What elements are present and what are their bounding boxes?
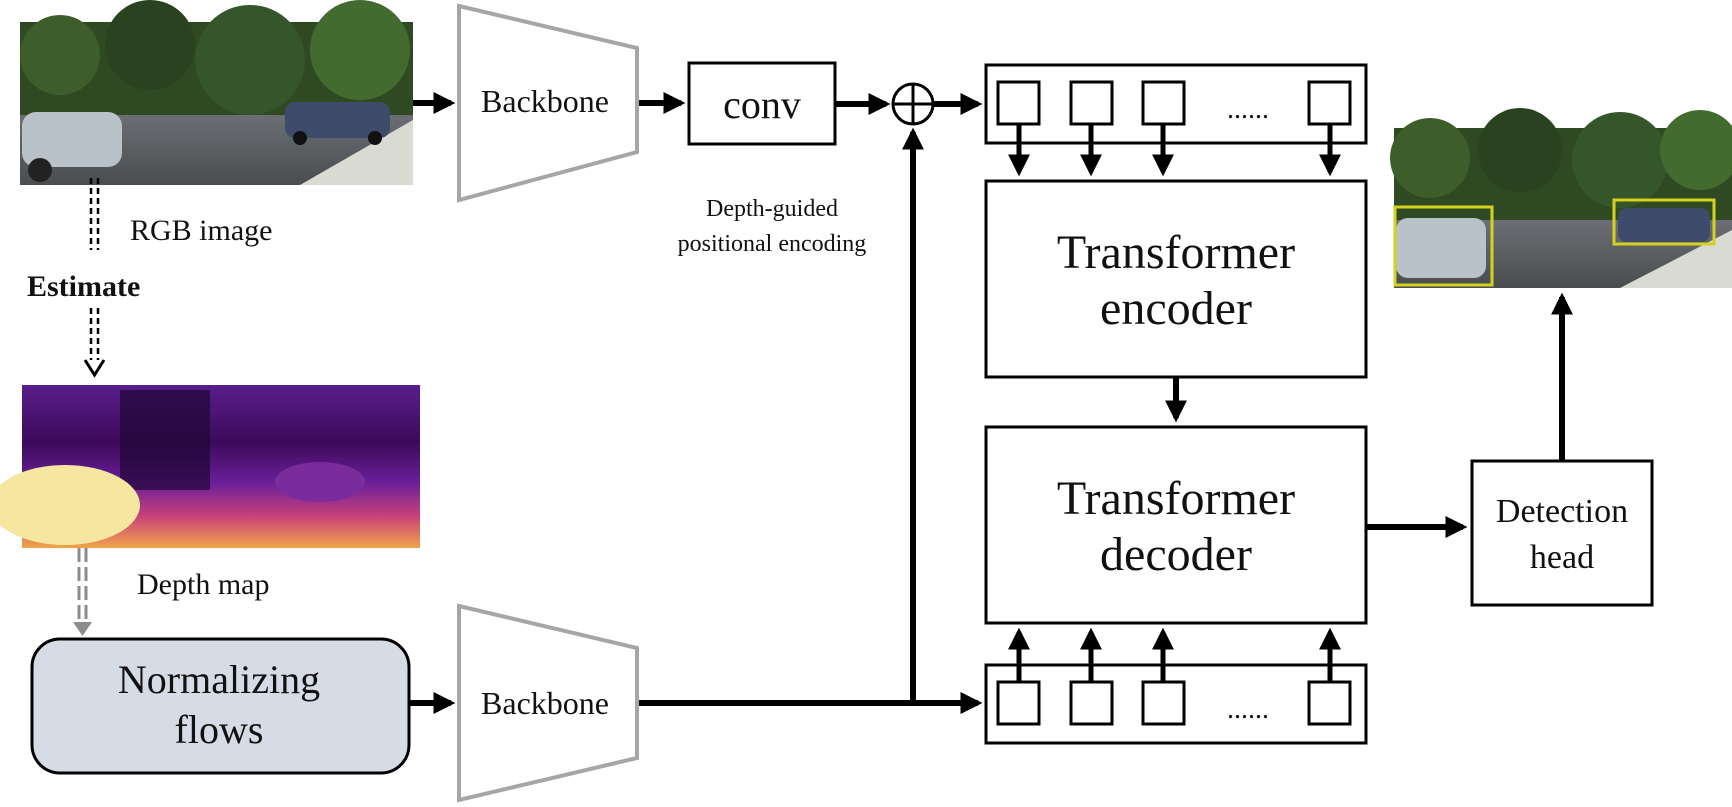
- depth-guided-label-line1: Depth-guided: [706, 196, 838, 222]
- normalizing-flows-label-line1: Normalizing: [118, 657, 320, 702]
- depth-guided-label-line2: positional encoding: [678, 231, 867, 257]
- transformer-encoder-box: [984, 179, 1368, 379]
- transformer-encoder-label-line1: Transformer: [1057, 226, 1295, 279]
- transformer-decoder-label-line1: Transformer: [1057, 472, 1295, 525]
- token-bottom-ellipsis: ......: [1227, 694, 1269, 725]
- token-bottom-1: [996, 680, 1041, 726]
- backbone-top-label: Backbone: [481, 83, 609, 119]
- estimate-arrowhead: [83, 359, 106, 378]
- depth-map-label: Depth map: [137, 568, 269, 601]
- rgb-image-label: RGB image: [130, 214, 273, 247]
- sum-node: [891, 82, 935, 126]
- rgb-image: [20, 0, 413, 185]
- detection-head-label-line1: Detection: [1496, 493, 1628, 530]
- token-bottom-2: [1069, 680, 1114, 726]
- token-row-top: ......: [984, 63, 1368, 145]
- transformer-decoder-label-line2: decoder: [1100, 528, 1252, 581]
- normalizing-flows-label-line2: flows: [175, 707, 264, 752]
- conv-box: [687, 61, 837, 146]
- detection-head-label-line2: head: [1530, 539, 1594, 576]
- token-row-bottom: ......: [984, 663, 1368, 745]
- estimate-label: Estimate: [27, 270, 140, 303]
- token-top-ellipsis: ......: [1227, 94, 1269, 125]
- token-bottom-3: [1141, 680, 1186, 726]
- backbone-bottom-label: Backbone: [481, 685, 609, 721]
- transformer-decoder-box: [984, 425, 1368, 625]
- detection-head-box: [1470, 459, 1654, 607]
- detection-box-left: [1393, 205, 1494, 287]
- token-top-2: [1069, 80, 1114, 126]
- depth-arrowhead: [73, 622, 92, 636]
- token-bottom-4: [1307, 680, 1352, 726]
- detection-image: [1390, 108, 1732, 288]
- token-top-3: [1141, 80, 1186, 126]
- depth-map: [0, 385, 420, 548]
- transformer-encoder-label-line2: encoder: [1100, 282, 1252, 335]
- token-top-1: [996, 80, 1041, 126]
- detection-box-right: [1612, 198, 1716, 246]
- backbone-top-shape: [457, 3, 639, 203]
- backbone-bottom-shape: [457, 603, 639, 803]
- conv-label: conv: [723, 82, 801, 127]
- token-top-4: [1307, 80, 1352, 126]
